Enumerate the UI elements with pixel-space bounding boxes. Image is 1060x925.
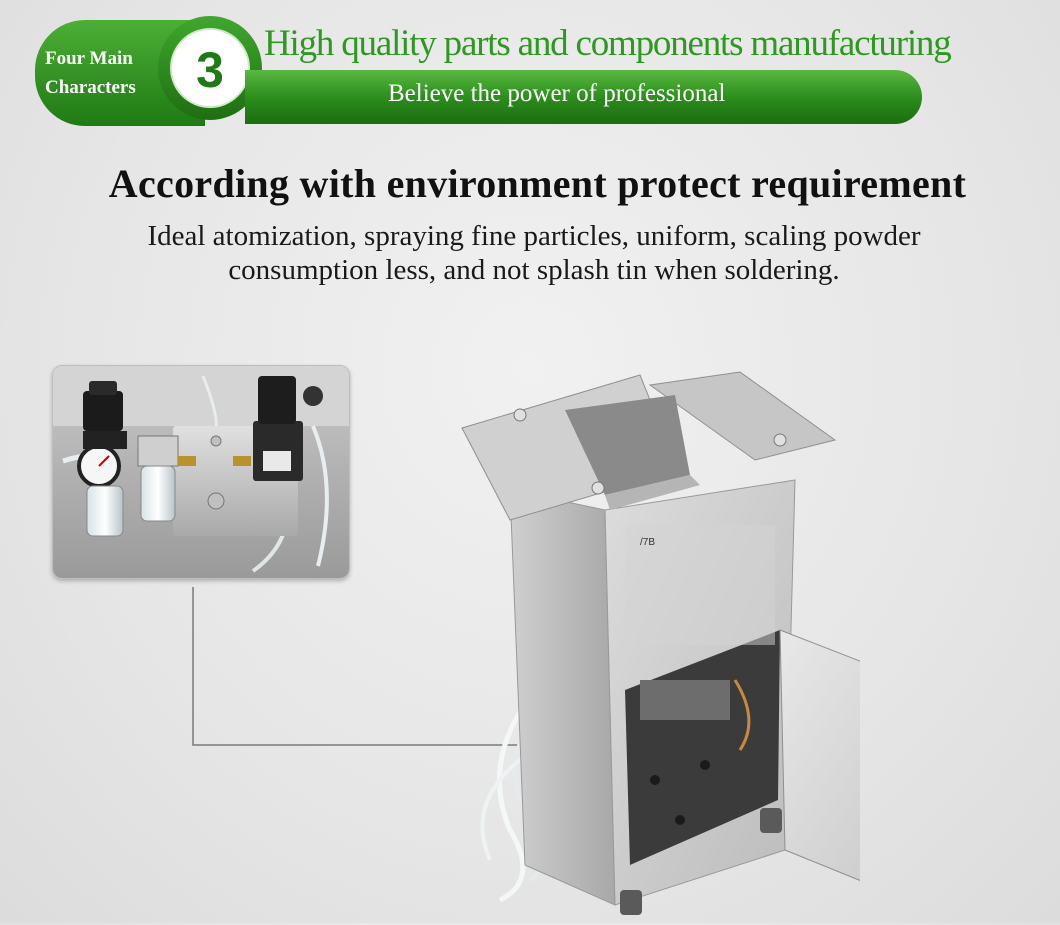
- banner-label: Four Main Characters: [45, 48, 136, 98]
- banner-subtitle-bar: [245, 70, 922, 124]
- inset-detail-photo: [52, 365, 350, 579]
- svg-text:/7B: /7B: [640, 537, 655, 548]
- banner-subtitle: Believe the power of professional: [388, 80, 726, 107]
- section-description: Ideal atomization, spraying fine particl…: [0, 219, 1060, 287]
- description-line: Ideal atomization, spraying fine particl…: [147, 220, 921, 252]
- description-line: consumption less, and not splash tin whe…: [228, 254, 840, 286]
- badge-number: 3: [196, 42, 224, 98]
- banner-title: High quality parts and components manufa…: [264, 23, 952, 64]
- machine-photo: /7B: [440, 360, 961, 920]
- section-heading: According with environment protect requi…: [108, 161, 967, 206]
- number-badge: [170, 28, 250, 108]
